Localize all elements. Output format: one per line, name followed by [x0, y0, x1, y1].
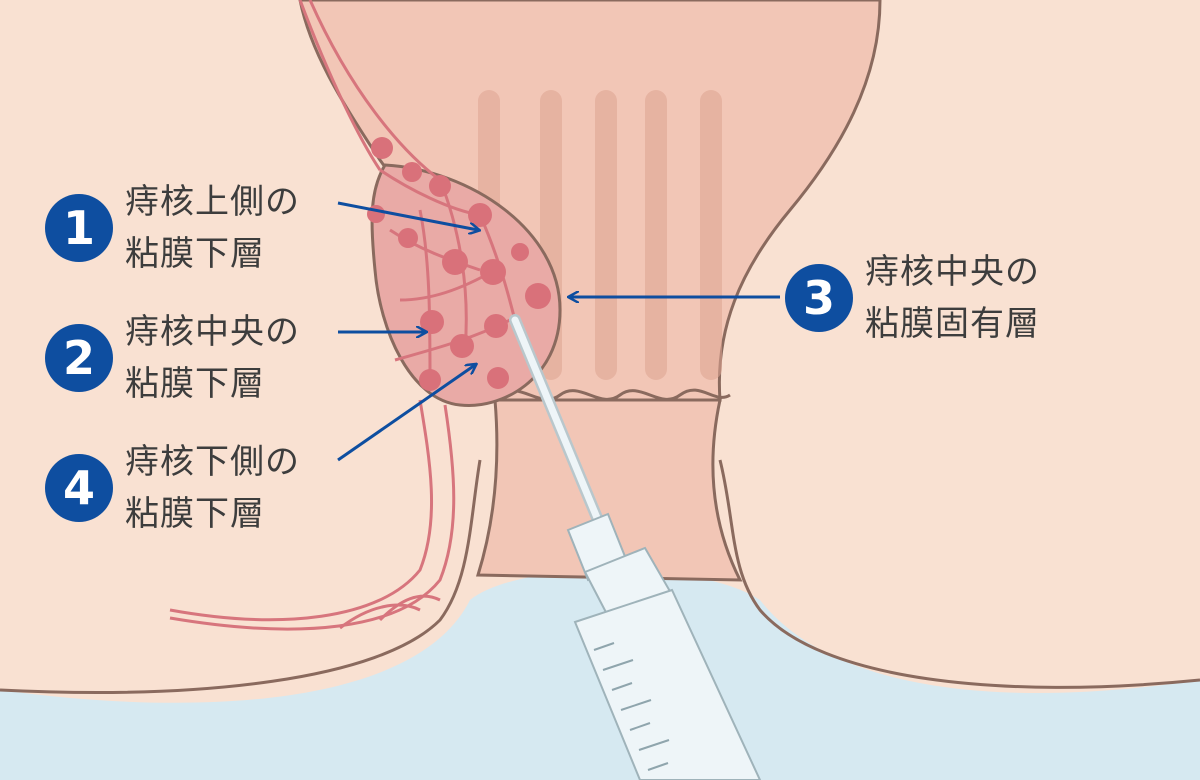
- pointer-arrows: [337, 201, 780, 462]
- dentate-line: [499, 388, 731, 401]
- badge-4: 4: [45, 454, 113, 522]
- label-2-line2: 粘膜下層: [125, 364, 265, 404]
- syringe: [509, 314, 762, 780]
- label-4: 4 痔核下側の 粘膜下層: [45, 436, 300, 540]
- label-2: 2 痔核中央の 粘膜下層: [45, 306, 300, 410]
- anal-canal: [475, 398, 743, 582]
- right-buttock-outline: [718, 459, 1200, 689]
- label-1-line2: 粘膜下層: [125, 234, 265, 274]
- badge-2: 2: [45, 324, 113, 392]
- label-2-line1: 痔核中央の: [125, 312, 300, 352]
- left-buttock-outline: [0, 459, 482, 694]
- arrow-1: [337, 201, 478, 230]
- label-1-line1: 痔核上側の: [125, 182, 300, 222]
- arrow-4: [337, 365, 475, 462]
- label-3-text: 痔核中央の 粘膜固有層: [865, 246, 1040, 350]
- label-2-text: 痔核中央の 粘膜下層: [125, 306, 300, 410]
- label-3: 3 痔核中央の 粘膜固有層: [785, 246, 1040, 350]
- label-3-line2: 粘膜固有層: [865, 304, 1040, 344]
- label-1: 1 痔核上側の 粘膜下層: [45, 176, 300, 280]
- label-3-line1: 痔核中央の: [865, 252, 1040, 292]
- badge-3: 3: [785, 264, 853, 332]
- label-4-line1: 痔核下側の: [125, 442, 300, 482]
- label-1-text: 痔核上側の 粘膜下層: [125, 176, 300, 280]
- vessel-nodes: [367, 137, 551, 391]
- label-4-text: 痔核下側の 粘膜下層: [125, 436, 300, 540]
- label-4-line2: 粘膜下層: [125, 494, 265, 534]
- badge-1: 1: [45, 194, 113, 262]
